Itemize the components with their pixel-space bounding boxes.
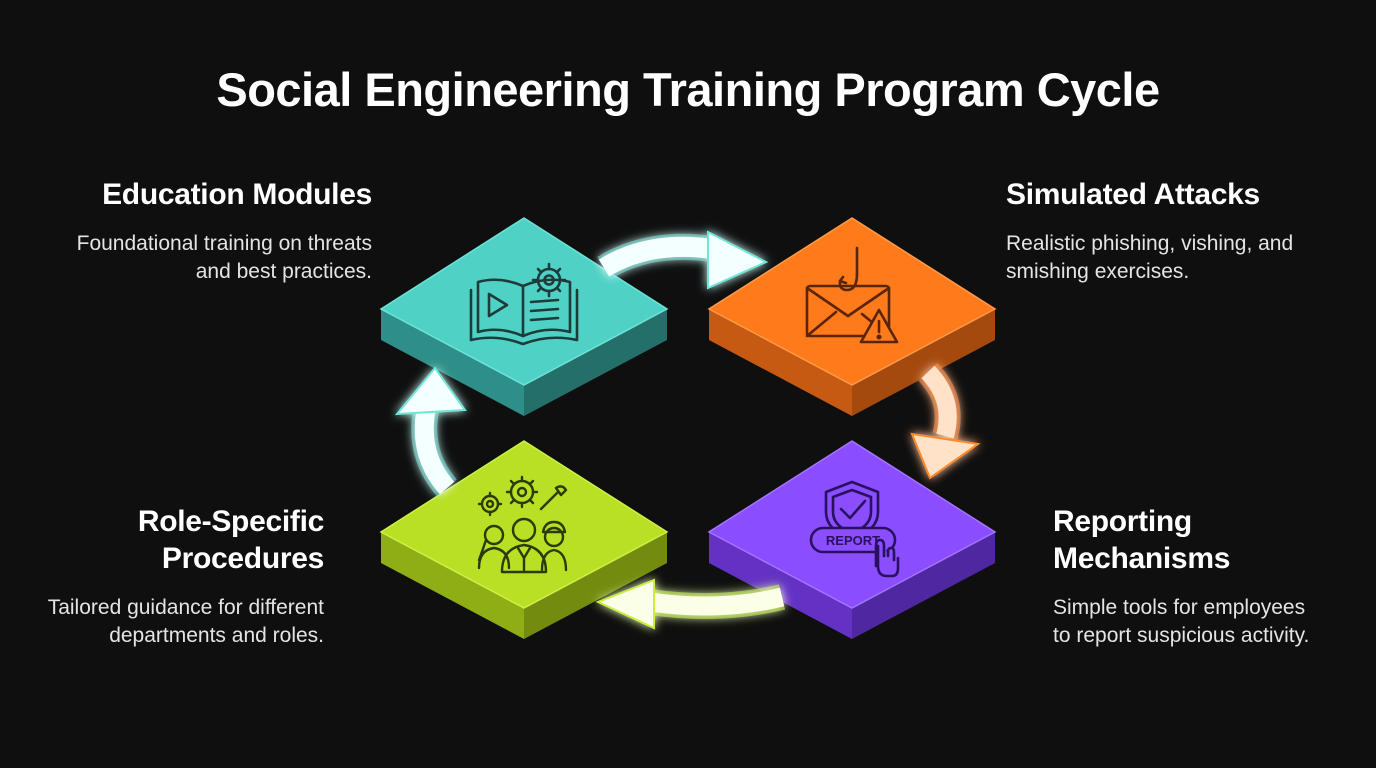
stage-description-simulated: Realistic phishing, vishing, and smishin… xyxy=(1006,232,1294,283)
tile-simulated xyxy=(707,217,997,416)
stage-heading-role: Role-Specific Procedures xyxy=(137,505,324,575)
arrow-education-to-simulated xyxy=(597,230,769,290)
diagram-title: Social Engineering Training Program Cycl… xyxy=(216,63,1160,116)
tile-role xyxy=(379,440,669,639)
arrow-reporting-to-role xyxy=(595,578,786,630)
report-button-text: REPORT xyxy=(826,533,880,548)
stage-label-simulated: Simulated Attacks Realistic phishing, vi… xyxy=(1006,176,1326,286)
stage-label-role: Role-Specific Procedures Tailored guidan… xyxy=(4,503,325,650)
report-shield-icon: REPORT xyxy=(809,480,900,578)
tile-reporting xyxy=(707,440,997,639)
phishing-email-icon xyxy=(805,246,899,344)
stage-label-education: Education Modules Foundational training … xyxy=(52,176,373,286)
stage-label-reporting: Reporting Mechanisms Simple tools for em… xyxy=(1053,503,1313,650)
book-gear-icon xyxy=(469,262,579,346)
arrow-role-to-education xyxy=(394,366,467,497)
stage-description-education: Foundational training on threats and bes… xyxy=(76,232,372,283)
arrow-simulated-to-reporting xyxy=(910,362,981,480)
team-gears-icon xyxy=(477,475,568,574)
stage-heading-reporting: Reporting Mechanisms xyxy=(1053,505,1231,575)
stage-description-role: Tailored guidance for different departme… xyxy=(47,596,324,647)
stage-heading-simulated: Simulated Attacks xyxy=(1006,178,1260,211)
stage-heading-education: Education Modules xyxy=(102,178,372,211)
stage-description-reporting: Simple tools for employees to report sus… xyxy=(1053,596,1310,647)
